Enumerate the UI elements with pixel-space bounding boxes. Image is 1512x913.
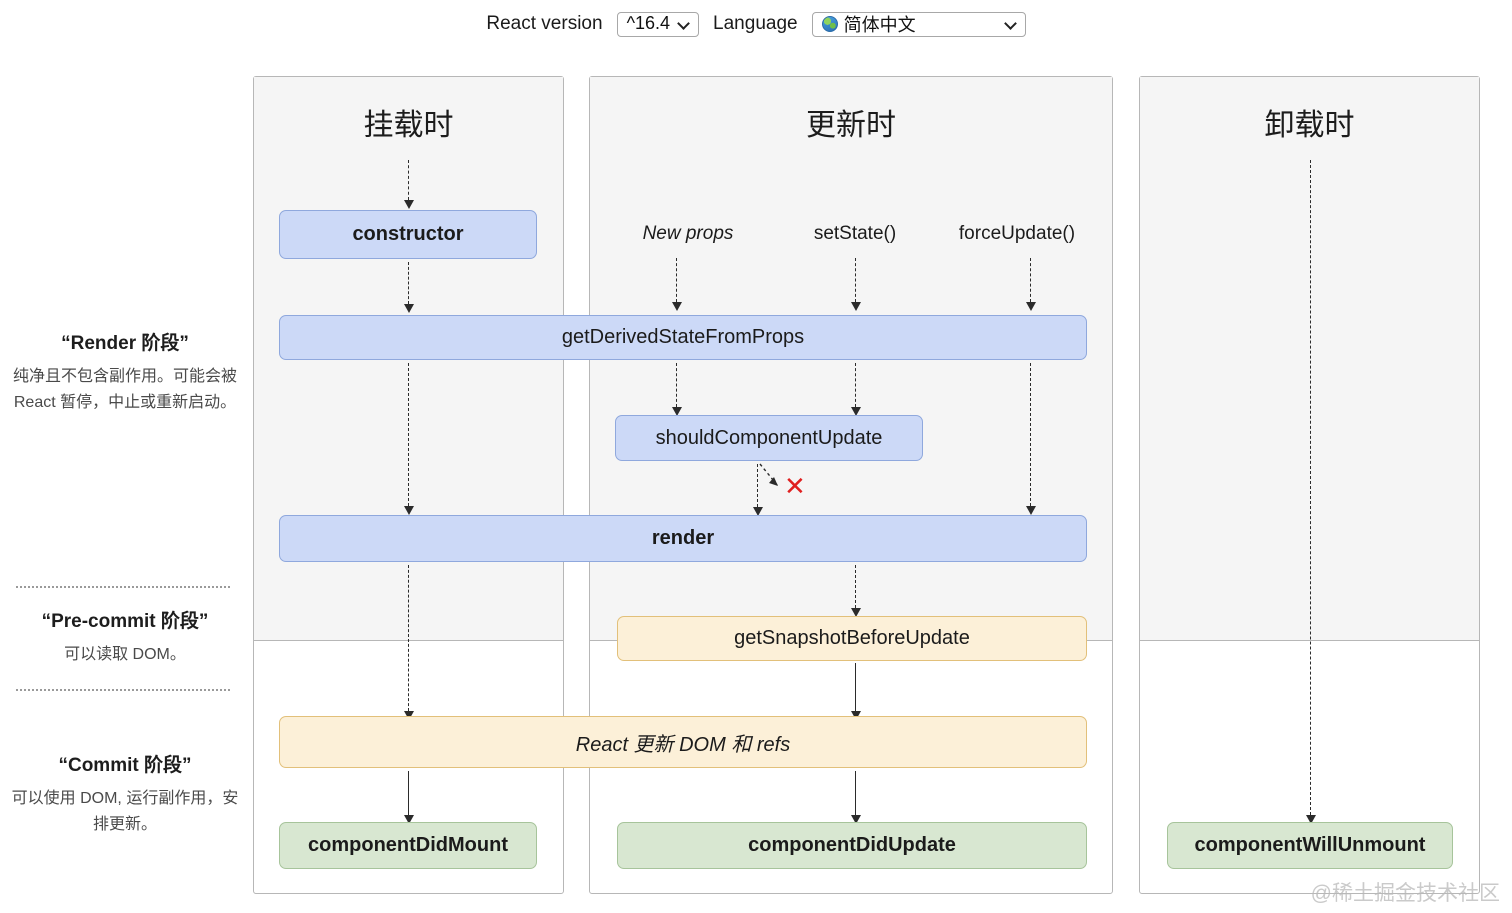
column-title-mounting: 挂载时 <box>363 109 454 142</box>
arrow-scu-skip-branch <box>759 463 779 487</box>
column-title-updating: 更新时 <box>806 109 896 142</box>
phase-render-desc: 纯净且不包含副作用。可能会被 React 暂停，中止或重新启动。 <box>12 368 237 411</box>
node-react-updates-dom[interactable]: React 更新 DOM 和 refs <box>279 716 1087 768</box>
react-version-label: React version <box>486 13 603 34</box>
trigger-set-state: setState() <box>813 223 897 244</box>
toolbar: React version ^16.4 Language 简体中文 <box>0 0 1512 48</box>
node-get-snapshot-before-update[interactable]: getSnapshotBeforeUpdate <box>617 616 1087 661</box>
language-select[interactable]: 简体中文 <box>811 11 1026 37</box>
node-component-did-mount[interactable]: componentDidMount <box>279 822 537 869</box>
watermark: @稀土掘金技术社区 <box>1310 882 1500 905</box>
phase-commit: “Commit 阶段” 可以使用 DOM, 运行副作用，安排更新。 <box>6 750 244 838</box>
react-version-select[interactable]: ^16.4 <box>616 11 700 37</box>
chevron-down-icon <box>679 18 690 29</box>
node-constructor[interactable]: constructor <box>279 210 537 259</box>
phase-render-title: “Render 阶段” <box>61 333 189 354</box>
phase-precommit-desc: 可以读取 DOM。 <box>64 646 186 663</box>
language-value-wrap: 简体中文 <box>821 11 916 37</box>
node-component-will-unmount[interactable]: componentWillUnmount <box>1167 822 1453 869</box>
language-value: 简体中文 <box>843 14 916 35</box>
react-version-value: ^16.4 <box>626 13 671 33</box>
skip-marker-icon: ✕ <box>784 471 806 501</box>
node-component-did-update[interactable]: componentDidUpdate <box>617 822 1087 869</box>
node-render[interactable]: render <box>279 515 1087 562</box>
globe-icon <box>821 15 838 32</box>
trigger-new-props: New props <box>642 223 734 244</box>
phase-divider-bottom <box>16 689 230 691</box>
node-should-component-update[interactable]: shouldComponentUpdate <box>615 415 923 461</box>
phase-commit-title: “Commit 阶段” <box>58 755 192 776</box>
phase-commit-desc: 可以使用 DOM, 运行副作用，安排更新。 <box>11 790 239 833</box>
phase-precommit: “Pre-commit 阶段” 可以读取 DOM。 <box>6 606 244 668</box>
phase-legend: “Render 阶段” 纯净且不包含副作用。可能会被 React 暂停，中止或重… <box>0 0 250 913</box>
phase-render: “Render 阶段” 纯净且不包含副作用。可能会被 React 暂停，中止或重… <box>6 328 244 416</box>
language-label: Language <box>713 13 798 34</box>
render-phase-shade-unmounting <box>1140 77 1479 641</box>
column-title-unmounting: 卸载时 <box>1264 109 1355 142</box>
chevron-down-icon <box>1006 18 1017 29</box>
trigger-force-update: forceUpdate() <box>958 223 1076 244</box>
phase-precommit-title: “Pre-commit 阶段” <box>41 611 209 632</box>
node-get-derived-state-from-props[interactable]: getDerivedStateFromProps <box>279 315 1087 360</box>
phase-divider-top <box>16 586 230 588</box>
